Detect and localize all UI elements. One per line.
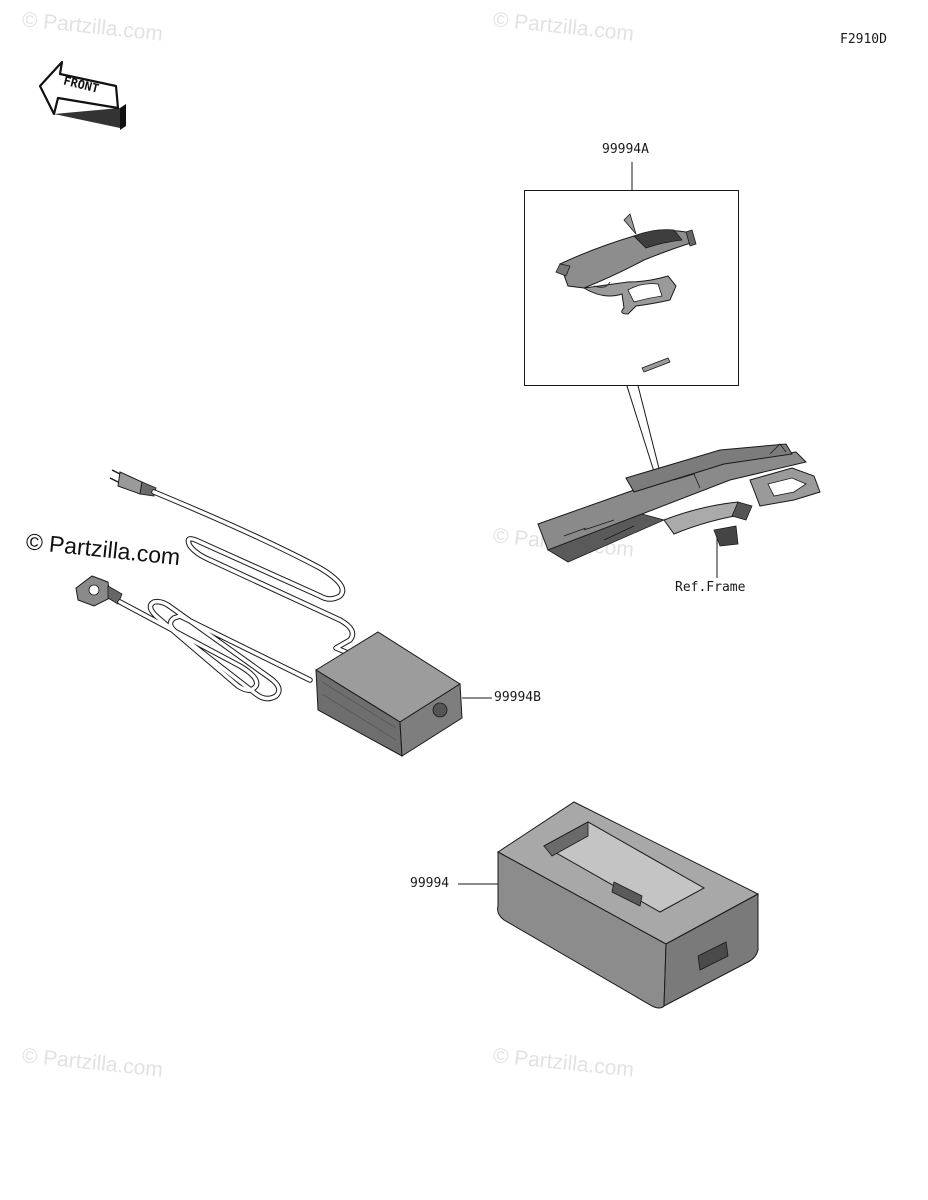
front-arrow-icon: FRONT	[38, 60, 126, 130]
bracket-part	[555, 213, 697, 315]
frame-part	[537, 443, 821, 563]
charger-part	[75, 469, 463, 757]
part-label-99994[interactable]: 99994	[410, 876, 450, 891]
part-label-99994A[interactable]: 99994A	[602, 142, 649, 157]
ref-frame-label[interactable]: Ref.Frame	[675, 580, 746, 595]
pin-part	[641, 357, 671, 373]
dc-connector	[75, 575, 123, 607]
charger-body	[315, 631, 463, 757]
bracket-detail-box	[524, 190, 739, 386]
figure-code: F2910D	[840, 32, 887, 47]
part-label-99994B[interactable]: 99994B	[494, 690, 541, 705]
ac-plug	[109, 469, 157, 497]
charging-dock-part	[497, 801, 760, 1009]
